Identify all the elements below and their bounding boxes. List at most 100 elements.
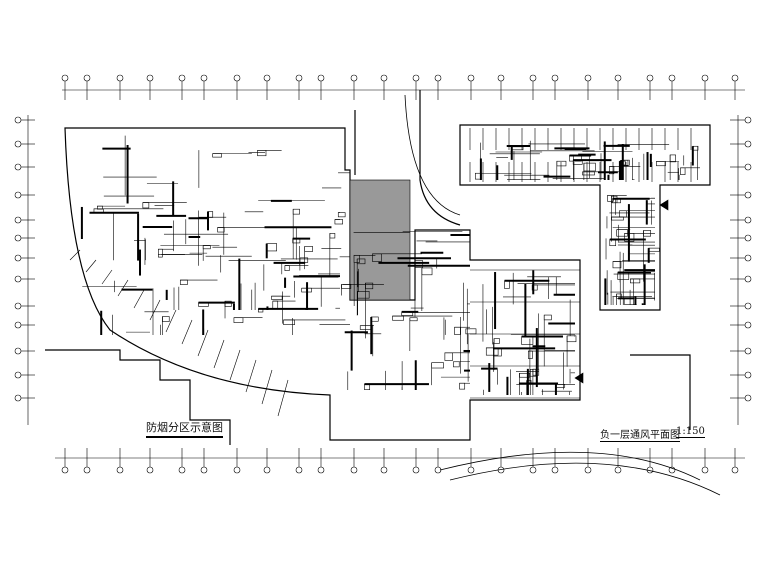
equipment-symbol <box>431 362 444 369</box>
equipment-symbol <box>304 246 313 252</box>
grid-bubble <box>146 466 154 474</box>
grid-bubble <box>412 466 420 474</box>
hatch-line <box>133 289 145 309</box>
equipment-symbol <box>334 219 343 225</box>
grid-bubble <box>14 394 22 402</box>
equipment-symbol <box>643 230 652 237</box>
duct-network <box>80 135 700 395</box>
grid-bubble <box>295 466 303 474</box>
equipment-symbol <box>272 300 279 309</box>
equipment-symbol <box>266 243 277 252</box>
grid-bubble <box>14 371 22 379</box>
grid-bubble <box>146 74 154 82</box>
hatch-line <box>261 369 273 405</box>
grid-bubble <box>551 74 559 82</box>
grid-bubble <box>497 74 505 82</box>
hatch-line <box>229 349 241 381</box>
grid-bubble <box>668 74 676 82</box>
equipment-symbol <box>212 153 222 158</box>
equipment-symbol <box>616 229 628 237</box>
equipment-symbol <box>158 248 163 258</box>
grid-bubble <box>178 466 186 474</box>
equipment-symbol <box>504 280 510 289</box>
equipment-symbol <box>444 352 453 361</box>
equipment-symbol <box>217 227 225 233</box>
equipment-symbol <box>364 383 371 391</box>
equipment-symbol <box>609 239 617 247</box>
equipment-symbol <box>630 278 641 284</box>
grid-bubble <box>14 140 22 148</box>
grid-bubble <box>233 74 241 82</box>
grid-bubble <box>14 347 22 355</box>
equipment-symbol <box>299 257 309 263</box>
equipment-symbol <box>607 194 614 202</box>
equipment-symbol <box>656 161 666 167</box>
equipment-symbol <box>511 146 524 151</box>
grid-axes <box>14 74 752 474</box>
grid-bubble <box>614 74 622 82</box>
equipment-symbol <box>329 233 336 239</box>
equipment-symbol <box>284 265 290 271</box>
equipment-symbol <box>612 198 621 204</box>
equipment-symbol <box>493 338 500 344</box>
grid-bubble <box>178 74 186 82</box>
equipment-symbol <box>612 261 622 269</box>
equipment-symbol <box>529 368 537 377</box>
equipment-symbol <box>257 150 267 157</box>
grid-bubble <box>14 234 22 242</box>
grid-bubble <box>350 74 358 82</box>
hatch-line <box>69 249 81 261</box>
equipment-symbol <box>543 314 552 321</box>
hatch-line <box>181 319 193 345</box>
equipment-symbol <box>179 279 188 285</box>
hatch-line <box>85 259 97 273</box>
equipment-symbol <box>97 205 103 210</box>
grid-bubble <box>14 275 22 283</box>
equipment-symbol <box>292 208 300 215</box>
grid-bubble <box>380 466 388 474</box>
equipment-symbol <box>337 212 346 218</box>
grid-bubble <box>317 74 325 82</box>
equipment-symbol <box>680 167 686 175</box>
grid-bubble <box>61 466 69 474</box>
hatch-line <box>101 269 113 285</box>
grid-bubble <box>350 466 358 474</box>
grid-bubble <box>83 466 91 474</box>
grid-bubble <box>744 321 752 329</box>
grid-bubble <box>584 466 592 474</box>
hatch-line <box>277 379 289 417</box>
equipment-symbol <box>572 159 583 165</box>
grid-bubble <box>467 74 475 82</box>
grid-bubble <box>744 216 752 224</box>
hatch-line <box>117 279 129 297</box>
inset-title: 防烟分区示意图 <box>146 419 223 438</box>
grid-bubble <box>412 74 420 82</box>
grid-bubble <box>731 74 739 82</box>
grid-bubble <box>646 74 654 82</box>
plan-scale: 1:150 <box>676 426 705 438</box>
grid-bubble <box>744 140 752 148</box>
grid-bubble <box>744 394 752 402</box>
equipment-symbol <box>453 361 460 368</box>
equipment-symbol <box>271 295 283 300</box>
equipment-symbol <box>202 245 211 250</box>
equipment-symbol <box>521 336 534 345</box>
equipment-symbol <box>372 253 382 262</box>
equipment-symbol <box>414 260 424 268</box>
grid-bubble <box>744 234 752 242</box>
equipment-symbol <box>283 319 295 325</box>
grid-bubble <box>744 275 752 283</box>
grid-bubble <box>200 74 208 82</box>
equipment-symbol <box>617 272 630 280</box>
equipment-symbol <box>142 202 150 209</box>
grid-bubble <box>14 302 22 310</box>
equipment-symbol <box>207 211 214 218</box>
hatch-line <box>149 299 161 321</box>
equipment-symbol <box>582 171 595 176</box>
grid-bubble <box>83 74 91 82</box>
equipment-symbol <box>198 302 209 307</box>
grid-bubble <box>434 74 442 82</box>
building-outline <box>45 90 721 496</box>
grid-bubble <box>551 466 559 474</box>
